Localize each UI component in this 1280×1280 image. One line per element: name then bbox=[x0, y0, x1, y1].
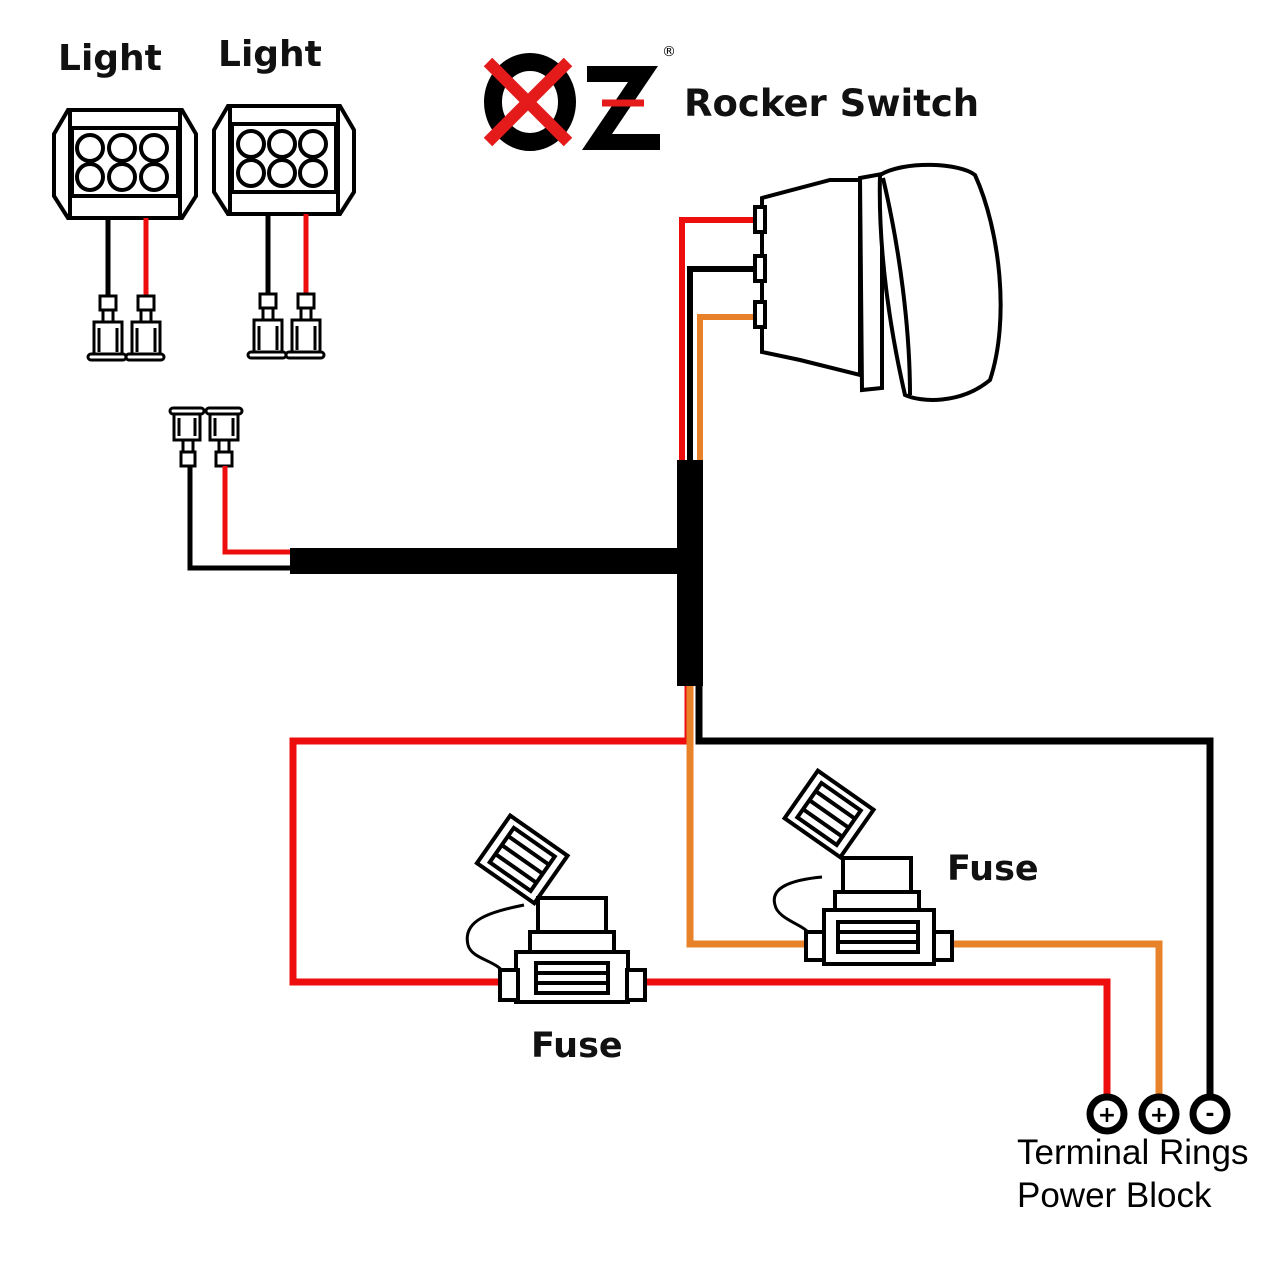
orange-wire-fuse-2-out bbox=[950, 940, 1163, 1098]
logo-z bbox=[582, 66, 660, 150]
terminal-2-symbol: + bbox=[1150, 1103, 1168, 1128]
orange-wire-fuse-2-in bbox=[686, 686, 810, 948]
fuse-1-label: Fuse bbox=[531, 1026, 623, 1066]
switch-black-wire bbox=[687, 266, 755, 462]
registered-mark: ® bbox=[662, 44, 676, 60]
red-wire-fuse-1-out bbox=[643, 978, 1111, 1098]
switch-red-wire bbox=[679, 217, 755, 462]
logo-o bbox=[484, 53, 576, 151]
terminal-ring-positive-1: + bbox=[1086, 1093, 1128, 1135]
harness-sheath-vertical bbox=[677, 460, 703, 686]
harness-black-wire bbox=[187, 466, 292, 571]
fuse-2-label: Fuse bbox=[947, 849, 1039, 889]
oz-logo: ® bbox=[483, 44, 676, 151]
red-wire-fuse-1-loop bbox=[289, 686, 692, 986]
harness-connectors bbox=[168, 406, 244, 468]
harness-red-wire bbox=[222, 466, 292, 555]
fuse-holder-2 bbox=[772, 767, 954, 966]
terminal-1-symbol: + bbox=[1098, 1103, 1116, 1128]
light-1-connectors bbox=[86, 294, 166, 362]
terminal-3-symbol: - bbox=[1205, 1102, 1214, 1127]
rocker-switch bbox=[753, 162, 1003, 402]
terminal-ring-positive-2: + bbox=[1138, 1093, 1180, 1135]
light-2-label: Light bbox=[218, 34, 322, 75]
product-title: Rocker Switch bbox=[684, 82, 979, 125]
logo-x-red-2 bbox=[483, 57, 573, 147]
fuse-holder-1 bbox=[465, 812, 647, 1004]
black-ground-wire bbox=[695, 686, 1214, 1098]
light-2-connectors bbox=[246, 292, 326, 360]
power-block-label: Power Block bbox=[1017, 1176, 1212, 1215]
light-bar-2 bbox=[212, 104, 356, 216]
terminal-ring-negative: - bbox=[1189, 1093, 1231, 1135]
switch-orange-wire bbox=[697, 314, 755, 462]
light-bar-1 bbox=[52, 108, 198, 220]
light-1-label: Light bbox=[58, 38, 162, 79]
terminal-rings-label: Terminal Rings bbox=[1017, 1133, 1248, 1172]
harness-sheath-horizontal bbox=[290, 548, 690, 574]
